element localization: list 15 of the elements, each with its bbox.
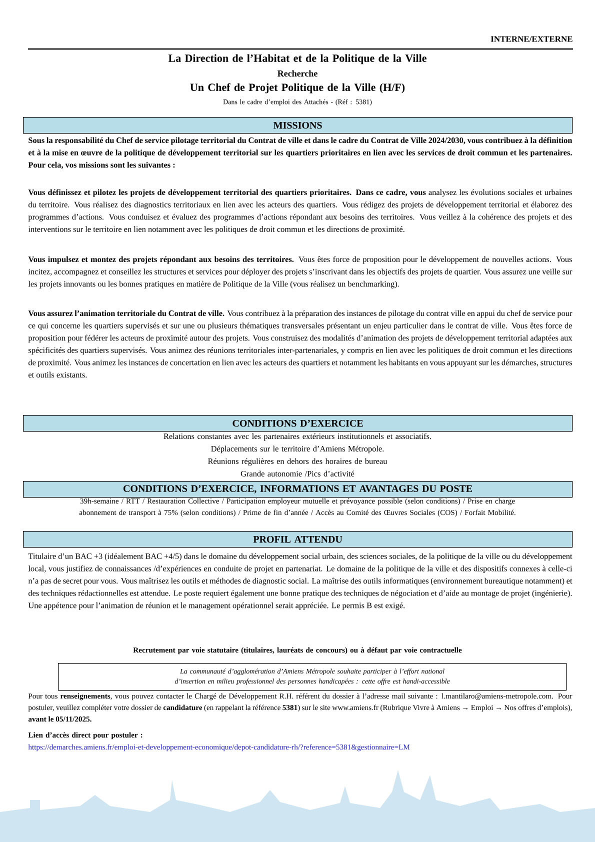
section-header: CONDITIONS D’EXERCICE [23, 415, 573, 432]
audience-label: INTERNE/EXTERNE [490, 36, 572, 42]
body-paragraph: Vous assurez l’animation territoriale du Contrat de ville. Vous contribuez à la préparation des instances de pilotage du contrat ville en appui du chef de service pour ce qui concerne les quartiers supervisés et sur une ou plusieurs thématiques transversales présentant un enjeu particulier dans le contrat de ville. Vous êtes force de proposition pour fédérer les acteurs de proximité autour des projets. Vous construisez des modalités d’animation des projets de développement territorial adaptées aux spécificités des quartiers supervisés. Vous animez des réunions territoriales inter-partenariales, y compris en lien avec les politiques de droit commun et les directions de proximité. Vous animez les instances de concertation en lien avec les acteurs des quartiers et notamment les habitants en vous appuyant sur les démarches, structures et outils existants. [28, 310, 572, 378]
subtitle: Recherche [278, 70, 318, 77]
body-paragraph: Vous impulsez et montez des projets répondant aux besoins des territoires. Vous êtes force de proposition pour le développement de nouvelles actions. Vous incitez, accompagnez et conseillez les structures et services pour déployer des projets s’inscrivant dans les objectifs des projets de quartier. Vous assurez une veille sur les projets innovants ou les bonnes pratiques en matière de Politique de la Ville (vous réalisez un benchmarking). [28, 256, 572, 288]
condition-line: Réunions régulières en dehors des horaires de bureau [208, 458, 388, 466]
section-header: CONDITIONS D’EXERCICE, INFORMATIONS ET AVANTAGES DU POSTE [23, 481, 573, 498]
intro-paragraph: Sous la responsabilité du Chef de service pilotage territorial du Contrat de ville et dans le cadre du Contrat de Ville 2024/2030, vous contribuez à la définition et à la mise en œuvre de la politique de développement territorial sur les quartiers prioritaires en lien avec les services de droit commun et les partenaires. Pour cela, vos missions sont les suivantes : [28, 137, 572, 169]
section-header: MISSIONS [23, 117, 573, 134]
body-paragraph: Vous définissez et pilotez les projets de développement territorial des quartiers prioritaires. Dans ce cadre, vous analysez les évolutions sociales et urbaines du territoire. Vous réalisez des diagnostics territoriaux en lien avec les acteurs des quartiers. Vous rédigez des projets de développement territorial et élaborez des programmes d’actions. Vous conduisez et évaluez des programmes d’actions répondant aux besoins des territoires. Vous veillez à la cohérence des projets et des interventions sur le territoire en lien notamment avec les politiques de droit commun et les directions de proximité. [28, 189, 572, 234]
section-header: PROFIL ATTENDU [23, 531, 573, 548]
title: La Direction de l’Habitat et de la Politique de la Ville [168, 54, 426, 64]
body-paragraph: Titulaire d’un BAC +3 (idéalement BAC +4/5) dans le domaine du développement social urbain, des sciences sociales, de la politique de la ville ou du développement local, vous justifiez de connaissances /d’expériences en conduite de projet en partenariat. Le domaine de la politique de la ville et des dispositifs connexes à celle-ci n’a pas de secret pour vous. Vous maîtrisez les outils et méthodes de diagnostic social. La maîtrise des outils informatiques (environnement bureautique notamment) et des techniques rédactionnelles est attendue. Le poste requiert également une bonne pratique des techniques de négociation et d’aide au montage de projet (ingénierie). Une appétence pour l’animation de réunion et le management opérationnel serait appréciée. Le permis B est exigé. [28, 553, 572, 610]
condition-line: Déplacements sur le territoire d’Amiens Métropole. [211, 446, 384, 454]
job-title: Un Chef de Projet Politique de la Ville (H/F) [190, 83, 405, 94]
